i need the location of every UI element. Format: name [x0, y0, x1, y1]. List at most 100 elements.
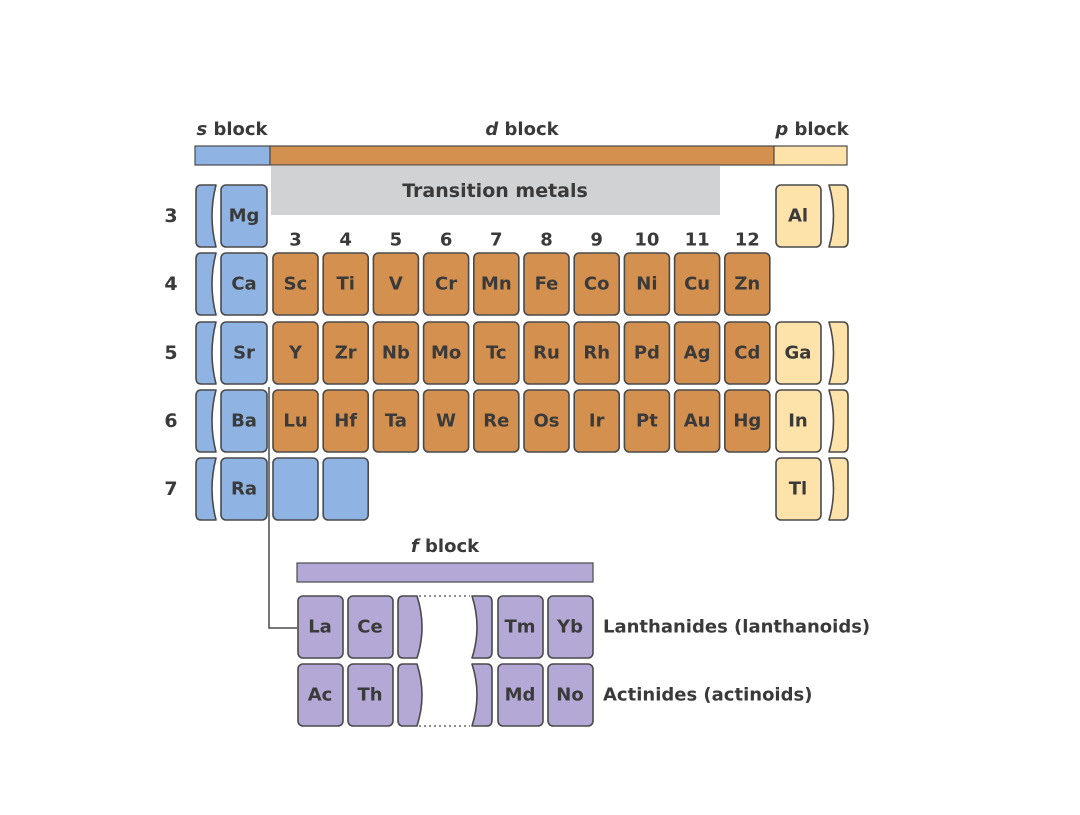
group-label: 5 [390, 230, 403, 251]
element-cell-d [573, 389, 621, 453]
element-symbol: Mg [229, 206, 260, 227]
element-symbol: Tl [789, 479, 807, 500]
element-cell-d [272, 252, 319, 316]
group-label: 8 [540, 230, 553, 251]
element-symbol: Pd [634, 343, 660, 364]
element-symbol: Re [483, 411, 509, 432]
element-cell-d [372, 389, 420, 453]
element-cell-f [497, 595, 544, 659]
s-block-bar [194, 145, 271, 166]
f-block-label: f block [411, 536, 480, 557]
lanthanides-label: Lanthanides (lanthanoids) [603, 617, 870, 638]
element-symbol: Ce [357, 617, 382, 638]
element-symbol: Ir [589, 411, 605, 432]
period-label: 5 [164, 342, 177, 364]
element-cell-f [347, 663, 394, 727]
element-symbol: Pt [636, 411, 658, 432]
period-label: 7 [164, 478, 177, 500]
p-block-partial-cell [828, 389, 849, 453]
f-block-connector [268, 387, 297, 629]
element-cell-f [497, 663, 544, 727]
element-cell-d [723, 389, 771, 453]
element-symbol: W [436, 411, 456, 432]
group-label: 4 [339, 230, 352, 251]
element-cell-f [297, 595, 344, 659]
element-symbol: Ca [231, 274, 256, 295]
element-symbol: Ti [336, 274, 354, 295]
element-symbol: Rh [583, 343, 610, 364]
period-label: 4 [164, 273, 177, 295]
element-symbol: Os [533, 411, 559, 432]
element-cell-p [775, 389, 822, 453]
f-block-bar [296, 562, 594, 583]
element-symbol: Ni [636, 274, 657, 295]
element-symbol: Zr [335, 343, 357, 364]
element-cell-d [422, 389, 470, 453]
element-cell-s [220, 321, 268, 385]
element-cell-d [523, 321, 570, 385]
group-label: 6 [440, 230, 453, 251]
element-symbol: Al [788, 206, 808, 227]
element-cell-d [673, 321, 721, 385]
element-cell-d [322, 321, 370, 385]
s-block-partial-cell [195, 457, 217, 521]
group-label: 11 [685, 230, 710, 251]
element-symbol: Cu [684, 274, 710, 295]
element-cell-f [547, 663, 594, 727]
s-block-partial-cell [195, 252, 217, 316]
element-symbol: Cd [734, 343, 760, 364]
element-cell-p [775, 321, 822, 385]
element-symbol: Tc [486, 343, 507, 364]
f-block-partial-cell [397, 663, 423, 727]
element-symbol: Yb [556, 617, 583, 638]
element-cell-d [322, 252, 370, 316]
element-cell-d [372, 252, 420, 316]
element-cell-p [775, 457, 822, 521]
element-symbol: Ba [231, 411, 257, 432]
element-cell-d [623, 389, 671, 453]
element-cell-blank [322, 457, 370, 521]
element-cell-d [673, 389, 721, 453]
p-block-bar [773, 145, 848, 166]
group-label: 7 [490, 230, 503, 251]
element-cell-p [775, 184, 822, 248]
element-cell-d [623, 252, 671, 316]
f-block-partial-cell [397, 595, 423, 659]
element-cell-d [523, 389, 570, 453]
actinides-label: Actinides (actinoids) [603, 685, 812, 706]
element-cell-d [322, 389, 370, 453]
element-cell-d [372, 321, 420, 385]
element-cell-d [723, 252, 771, 316]
element-symbol: In [788, 411, 808, 432]
element-symbol: Zn [734, 274, 760, 295]
element-cell-d [272, 321, 319, 385]
group-label: 3 [289, 230, 302, 251]
period-label: 3 [164, 205, 177, 227]
element-symbol: Fe [535, 274, 559, 295]
element-symbol: Co [584, 274, 610, 295]
element-symbol: Cr [435, 274, 457, 295]
s-block-partial-cell [195, 389, 217, 453]
element-symbol: Ag [684, 343, 711, 364]
p-block-partial-cell [828, 457, 849, 521]
element-symbol: Ru [533, 343, 560, 364]
element-symbol: Ga [785, 343, 812, 364]
p-block-partial-cell [828, 184, 849, 248]
element-cell-d [472, 389, 520, 453]
element-symbol: Mn [481, 274, 512, 295]
element-cell-d [673, 252, 721, 316]
element-symbol: Tm [504, 617, 535, 638]
element-symbol: Sc [284, 274, 308, 295]
element-symbol: V [389, 274, 403, 295]
element-cell-f [297, 663, 344, 727]
group-label: 12 [735, 230, 760, 251]
element-symbol: Mo [431, 343, 461, 364]
s-block-partial-cell [195, 184, 217, 248]
element-cell-d [272, 389, 319, 453]
transition-metals-label: Transition metals [402, 180, 588, 202]
